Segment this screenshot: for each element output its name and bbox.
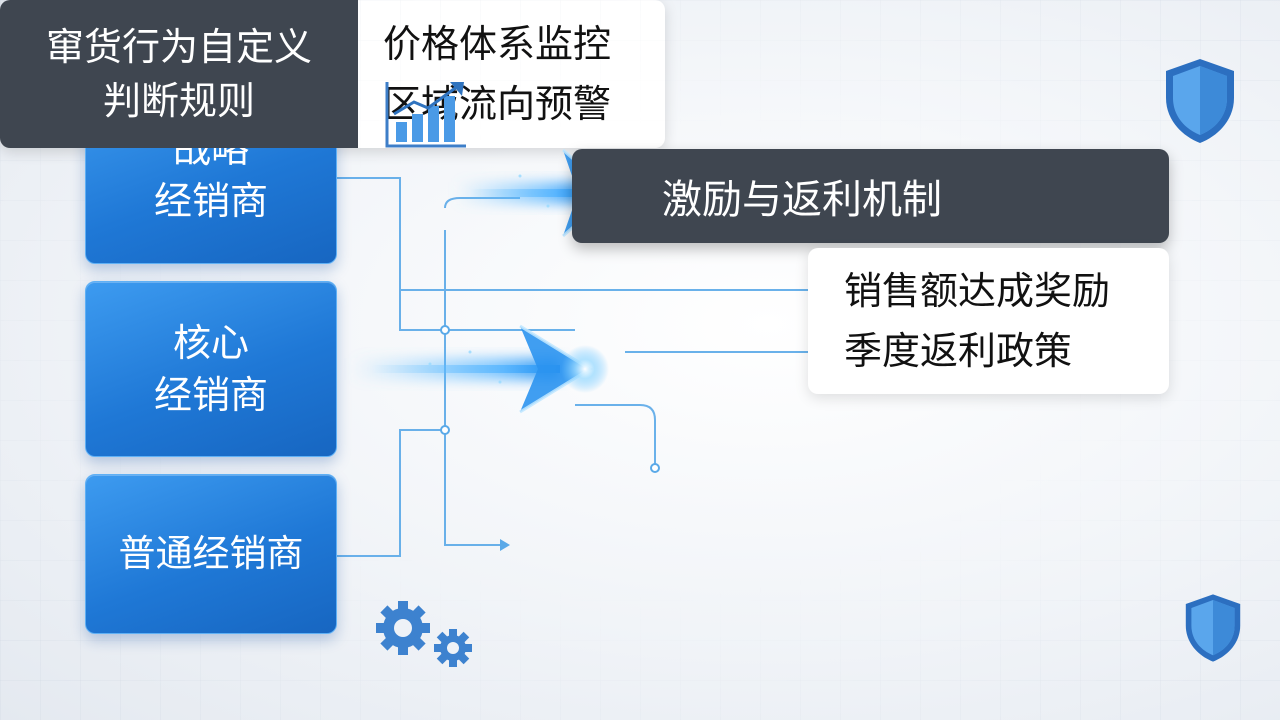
tier-general-label: 普通经销商: [118, 532, 304, 575]
rules-card: 窜货行为自定义 判断规则 价格体系监控 区域流向预警: [0, 0, 665, 148]
incentive-item: 季度返利政策: [844, 329, 1073, 373]
incentive-item: 销售额达成奖励: [844, 269, 1111, 313]
glow-arrow-lower: [350, 324, 609, 414]
line-arrowhead: [500, 539, 510, 551]
growth-chart-icon: [385, 82, 466, 148]
tier-core-dealer: 核心 经销商: [85, 281, 337, 457]
rules-title-line: 窜货行为自定义: [45, 25, 312, 69]
line-general: [335, 429, 445, 557]
tier-general-dealer: 普通经销商: [85, 474, 337, 634]
incentive-title-panel: 激励与返利机制: [572, 149, 1169, 243]
rules-title-panel: 窜货行为自定义 判断规则: [0, 0, 358, 148]
incentive-title: 激励与返利机制: [662, 177, 942, 223]
line-to-rules: [575, 404, 656, 468]
rules-item: 价格体系监控: [383, 22, 612, 66]
node-upper: [440, 325, 450, 335]
sparkles: [428, 174, 550, 384]
line-strategic: [335, 177, 575, 331]
shield-icon: [1185, 594, 1241, 662]
tier-core-label: 核心 经销商: [153, 321, 268, 417]
gears-icon: [376, 601, 472, 667]
rules-title-line: 判断规则: [102, 79, 255, 123]
shield-icon: [1166, 59, 1234, 143]
line-core-trunk: [444, 230, 500, 546]
connector-nodes: [440, 325, 660, 473]
node-rules: [650, 463, 660, 473]
node-lower: [440, 425, 450, 435]
incentive-detail-panel: 销售额达成奖励 季度返利政策: [808, 248, 1169, 394]
